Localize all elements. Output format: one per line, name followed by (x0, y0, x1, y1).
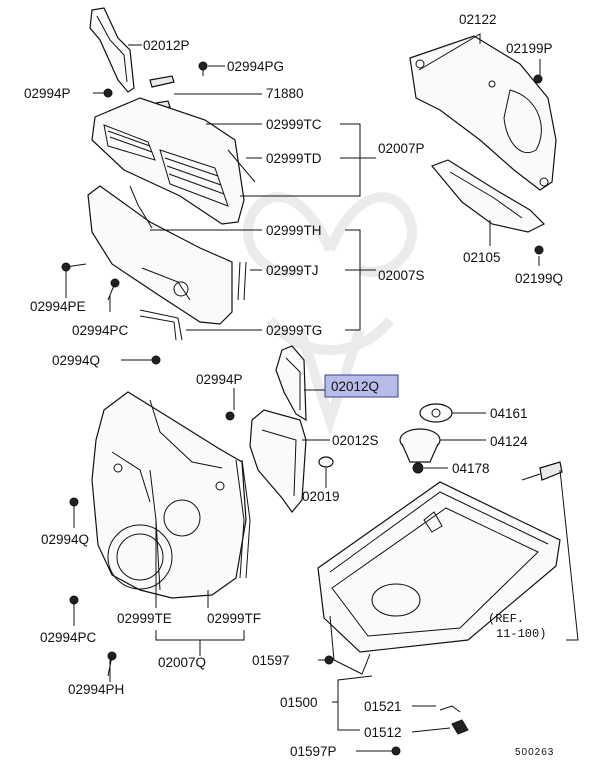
part-labels: 02012P 02994PG 02994P 71880 02999TC 0299… (24, 12, 563, 759)
bolt-02994PG[interactable] (198, 61, 208, 76)
part-02105-plate[interactable] (430, 159, 546, 233)
label-02994Q-lower[interactable]: 02994Q (41, 532, 89, 547)
reference-line-2[interactable]: 11-100) (496, 627, 546, 641)
label-02007P[interactable]: 02007P (378, 141, 425, 156)
label-71880[interactable]: 71880 (266, 86, 304, 101)
label-04124[interactable]: 04124 (490, 434, 528, 449)
label-02012S[interactable]: 02012S (332, 433, 379, 448)
part-02012S-cover[interactable] (249, 409, 307, 513)
label-01521[interactable]: 01521 (364, 699, 402, 714)
part-02999TJ-seal[interactable] (237, 261, 247, 301)
bolt-02994P-top[interactable] (103, 88, 113, 98)
label-01597P[interactable]: 01597P (290, 744, 337, 759)
part-02007S-middle-cover[interactable] (87, 185, 233, 325)
bolt-02199Q[interactable] (534, 245, 544, 255)
part-02007Q-lower-cover[interactable] (91, 391, 247, 599)
label-02999TH[interactable]: 02999TH (266, 223, 322, 238)
label-02999TG[interactable]: 02999TG (266, 323, 322, 338)
label-02994PE[interactable]: 02994PE (30, 299, 86, 314)
part-01500-oil-pan[interactable] (317, 481, 561, 675)
part-02019-plug[interactable] (318, 456, 334, 468)
label-02999TC[interactable]: 02999TC (266, 117, 322, 132)
label-02994PC-lower[interactable]: 02994PC (40, 630, 97, 645)
part-02012P-gasket[interactable] (89, 7, 135, 93)
label-02019[interactable]: 02019 (302, 489, 340, 504)
label-02999TF[interactable]: 02999TF (207, 611, 261, 626)
label-02994P-mid[interactable]: 02994P (196, 372, 243, 387)
leader-lines (65, 33, 579, 752)
reference-line-1[interactable]: (REF. (488, 612, 524, 626)
label-02999TE[interactable]: 02999TE (117, 611, 172, 626)
label-04178[interactable]: 04178 (452, 461, 490, 476)
part-02999TF-seal[interactable] (235, 459, 251, 579)
label-02122[interactable]: 02122 (459, 12, 497, 27)
label-02994P-top[interactable]: 02994P (24, 86, 71, 101)
label-02012P[interactable]: 02012P (143, 38, 190, 53)
label-02012Q-highlighted[interactable]: 02012Q (331, 379, 379, 394)
bolt-01597P[interactable] (391, 746, 401, 756)
bolt-02199P[interactable] (533, 74, 543, 84)
label-01597[interactable]: 01597 (252, 653, 290, 668)
bolt-02994PH[interactable] (107, 651, 117, 677)
label-02199Q[interactable]: 02199Q (515, 271, 563, 286)
label-01500[interactable]: 01500 (280, 695, 318, 710)
label-02999TD[interactable]: 02999TD (266, 151, 322, 166)
bolt-01597[interactable] (324, 655, 334, 665)
label-02994PC-upper[interactable]: 02994PC (72, 323, 129, 338)
diagram-code: 500263 (515, 747, 554, 758)
part-02012Q-cover[interactable] (275, 345, 307, 422)
part-01521-part[interactable] (439, 705, 461, 713)
watermark-emblem (243, 192, 417, 436)
label-02999TJ[interactable]: 02999TJ (266, 263, 319, 278)
label-02994Q-upper[interactable]: 02994Q (52, 353, 100, 368)
sealant-tube[interactable] (521, 461, 563, 481)
part-02007P-upper-cover[interactable] (91, 97, 256, 225)
label-02994PH[interactable]: 02994PH (68, 682, 124, 697)
part-01512-drain-plug[interactable] (451, 719, 469, 735)
bolt-02994PC-upper[interactable] (107, 278, 120, 301)
label-02994PG[interactable]: 02994PG (227, 59, 284, 74)
highlight-box (324, 374, 399, 398)
part-02999TG-seal[interactable] (139, 309, 183, 341)
bolt-02994P-mid[interactable] (225, 411, 235, 421)
part-02122-plate[interactable] (409, 35, 557, 191)
bolt-02994PE[interactable] (61, 262, 87, 272)
label-02199P[interactable]: 02199P (506, 41, 553, 56)
part-04124-strainer[interactable] (399, 428, 441, 463)
part-04161-gasket[interactable] (419, 403, 453, 423)
label-02007S[interactable]: 02007S (378, 268, 425, 283)
part-04178-bolt[interactable] (412, 462, 424, 474)
label-02105[interactable]: 02105 (463, 250, 501, 265)
label-01512[interactable]: 01512 (364, 725, 402, 740)
label-02007Q[interactable]: 02007Q (158, 655, 206, 670)
label-04161[interactable]: 04161 (490, 406, 528, 421)
